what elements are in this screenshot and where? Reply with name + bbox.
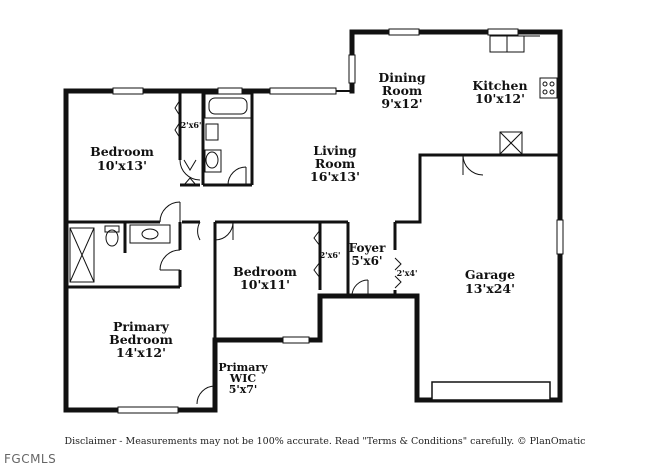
fixtures <box>69 35 558 283</box>
bedroom-nw-name: Bedroom <box>90 144 154 159</box>
living-room-name-1: Living <box>313 143 357 158</box>
dining-room-name-1: Dining <box>378 70 426 85</box>
mls-watermark: FGCMLS <box>4 452 57 466</box>
primary-bedroom-name-1: Primary <box>113 319 170 334</box>
bedroom-nw-size: 10'x13' <box>97 158 147 173</box>
windows <box>112 28 564 414</box>
dining-room-name-2: Room <box>382 83 422 98</box>
primary-bedroom-name-2: Bedroom <box>109 332 173 347</box>
bedroom-center-size: 10'x11' <box>240 277 290 292</box>
disclaimer-text: Disclaimer - Measurements may not be 100… <box>64 436 586 447</box>
living-room-name-2: Room <box>315 156 355 171</box>
bedroom-center-name: Bedroom <box>233 264 297 279</box>
exterior-walls <box>63 29 563 413</box>
closet-foyer-size: 2'x4' <box>397 268 418 278</box>
dining-room-size: 9'x12' <box>381 96 422 111</box>
garage-name: Garage <box>465 267 515 282</box>
room-labels: Dining Room 9'x12' Kitchen 10'x12' Bedro… <box>90 70 527 396</box>
living-room-size: 16'x13' <box>310 169 360 184</box>
primary-wic-name-1: Primary <box>218 361 268 374</box>
closet-center-size: 2'x6' <box>320 250 341 260</box>
interior-walls <box>66 91 560 410</box>
closet-nw-size: 2'x6' <box>181 120 202 130</box>
primary-wic-name-2: WIC <box>229 372 256 385</box>
doors <box>159 99 484 405</box>
foyer-size: 5'x6' <box>351 254 382 268</box>
foyer-name: Foyer <box>349 241 386 255</box>
garage-size: 13'x24' <box>465 281 515 296</box>
primary-wic-size: 5'x7' <box>229 383 258 396</box>
kitchen-size: 10'x12' <box>475 91 525 106</box>
kitchen-name: Kitchen <box>472 78 527 93</box>
primary-bedroom-size: 14'x12' <box>116 345 166 360</box>
